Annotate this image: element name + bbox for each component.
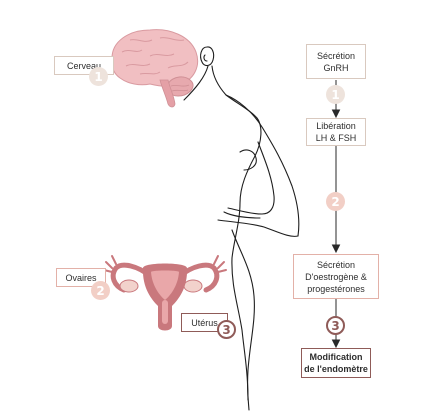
brain-step-badge: 1 — [89, 67, 108, 86]
flow-step-estrogen-progesterone: Sécrétion D'oestrogène & progestérones — [293, 254, 379, 299]
flow-step-gnrh: Sécrétion GnRH — [306, 44, 366, 79]
uterus-step-badge: 3 — [217, 320, 236, 339]
flow-step-endometrium: Modification de l'endomètre — [301, 348, 371, 378]
uterus-illustration — [103, 255, 227, 331]
brain-illustration — [111, 29, 199, 108]
flow-badge-1: 1 — [326, 85, 345, 104]
flow-step-lh-fsh: Libération LH & FSH — [306, 118, 366, 146]
flow-badge-3: 3 — [326, 316, 345, 335]
ovaries-step-badge: 2 — [91, 281, 110, 300]
body-outline-line-art — [183, 46, 300, 411]
flow-badge-2: 2 — [326, 192, 345, 211]
